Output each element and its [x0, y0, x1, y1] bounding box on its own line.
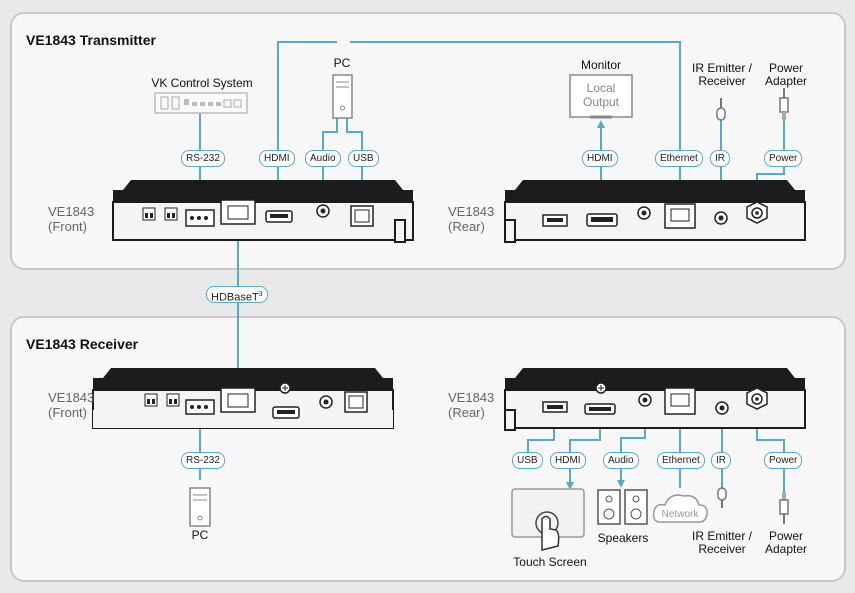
tx-rear-hdmi-pill: HDMI — [582, 150, 618, 167]
rx-power-pill: Power — [764, 452, 803, 469]
rx-front-label-2: (Front) — [48, 405, 87, 420]
hdmi-port-icon — [272, 406, 300, 419]
touch-screen-icon — [511, 488, 585, 551]
ir-emitter-icon — [717, 487, 727, 508]
rs232-port-icon — [185, 209, 215, 227]
rx-usb-pill: USB — [512, 452, 543, 469]
screw-icon — [595, 382, 607, 394]
tx-usb-pill: USB — [348, 150, 379, 167]
dip-switch-1-icon — [142, 207, 156, 221]
ir-emitter-label-2: Receiver — [698, 74, 746, 88]
rx-power-adapter-label-2: Adapter — [764, 542, 808, 556]
pc-tower-icon — [332, 74, 353, 119]
rx-rs232-pill: RS-232 — [181, 452, 225, 469]
tx-hdmi-pill: HDMI — [259, 150, 295, 167]
power-adapter-icon — [779, 88, 789, 120]
hdmi-port-icon — [265, 210, 293, 223]
rx-audio-pill: Audio — [603, 452, 639, 469]
tx-front-label-2: (Front) — [48, 219, 87, 234]
audio-jack-icon — [319, 395, 333, 409]
hdbaset-superscript: 3 — [258, 291, 263, 298]
receiver-rear-device — [504, 368, 806, 431]
monitor-screen-text-2: Output — [582, 95, 620, 109]
rx-ir-emitter-label-1: IR Emitter / — [691, 529, 752, 543]
rs232-port-icon — [185, 399, 215, 415]
usb-b-port-icon — [350, 205, 374, 227]
ethernet-port-icon — [664, 387, 696, 415]
vk-control-system-label: VK Control System — [151, 76, 253, 90]
rx-power-adapter-label-1: Power — [768, 529, 803, 543]
pc-label: PC — [333, 56, 351, 70]
vk-control-system-icon — [154, 92, 248, 114]
tx-rs232-pill: RS-232 — [181, 150, 225, 167]
audio-jack-icon — [316, 204, 330, 218]
rx-pc-label: PC — [191, 528, 209, 542]
tx-audio-pill: Audio — [305, 150, 341, 167]
hdbaset-label: HDBaseT — [211, 291, 259, 304]
rj45-port-icon — [220, 387, 256, 413]
power-adapter-icon — [779, 492, 789, 524]
rx-ethernet-pill: Ethernet — [657, 452, 705, 469]
pc-tower-icon — [189, 487, 211, 527]
ir-emitter-icon — [716, 98, 726, 121]
transmitter-rear-device — [504, 180, 806, 243]
usb-b-port-icon — [344, 391, 368, 413]
audio-jack-icon — [637, 206, 651, 220]
hdbaset-pill: HDBaseT3 — [206, 286, 268, 304]
usb-a-port-icon — [542, 401, 568, 413]
transmitter-title: VE1843 Transmitter — [26, 32, 156, 48]
rx-rear-label-2: (Rear) — [448, 405, 485, 420]
monitor-icon — [569, 74, 633, 119]
ethernet-port-icon — [664, 203, 696, 229]
dip-switch-2-icon — [166, 393, 180, 407]
tx-ir-pill: IR — [710, 150, 730, 167]
touch-screen-label: Touch Screen — [513, 555, 587, 569]
rx-rear-label-1: VE1843 — [448, 390, 495, 405]
tx-front-label-1: VE1843 — [48, 204, 95, 219]
power-adapter-label-1: Power — [768, 61, 803, 75]
dip-switch-1-icon — [144, 393, 158, 407]
speakers-icon — [597, 489, 648, 525]
network-cloud-icon — [652, 494, 708, 523]
ir-jack-icon — [714, 211, 728, 225]
dip-switch-2-icon — [164, 207, 178, 221]
speakers-label: Speakers — [597, 531, 649, 545]
rx-ir-emitter-label-2: Receiver — [698, 542, 746, 556]
receiver-panel — [10, 316, 846, 582]
receiver-title: VE1843 Receiver — [26, 336, 139, 352]
power-jack-icon — [746, 201, 768, 224]
ir-jack-icon — [715, 401, 729, 415]
monitor-screen-text-1: Local — [586, 81, 616, 95]
ir-emitter-label-1: IR Emitter / — [691, 61, 752, 75]
transmitter-front-device — [112, 180, 414, 243]
screw-icon — [279, 382, 291, 394]
power-adapter-label-2: Adapter — [764, 74, 808, 88]
monitor-label: Monitor — [580, 58, 621, 72]
audio-jack-icon — [638, 393, 652, 407]
receiver-front-device — [92, 368, 394, 429]
rx-hdmi-pill: HDMI — [550, 452, 586, 469]
power-jack-icon — [746, 387, 768, 410]
rx-ir-pill: IR — [711, 452, 731, 469]
hdmi-out-port-icon — [584, 403, 616, 415]
rx-front-label-1: VE1843 — [48, 390, 95, 405]
tx-rear-label-2: (Rear) — [448, 219, 485, 234]
usb-a-port-icon — [542, 214, 568, 227]
tx-power-pill: Power — [764, 150, 803, 167]
tx-ethernet-pill: Ethernet — [655, 150, 703, 167]
rj45-port-icon — [220, 199, 256, 225]
tx-rear-label-1: VE1843 — [448, 204, 495, 219]
network-label: Network — [661, 509, 699, 520]
hdmi-out-port-icon — [586, 213, 618, 227]
